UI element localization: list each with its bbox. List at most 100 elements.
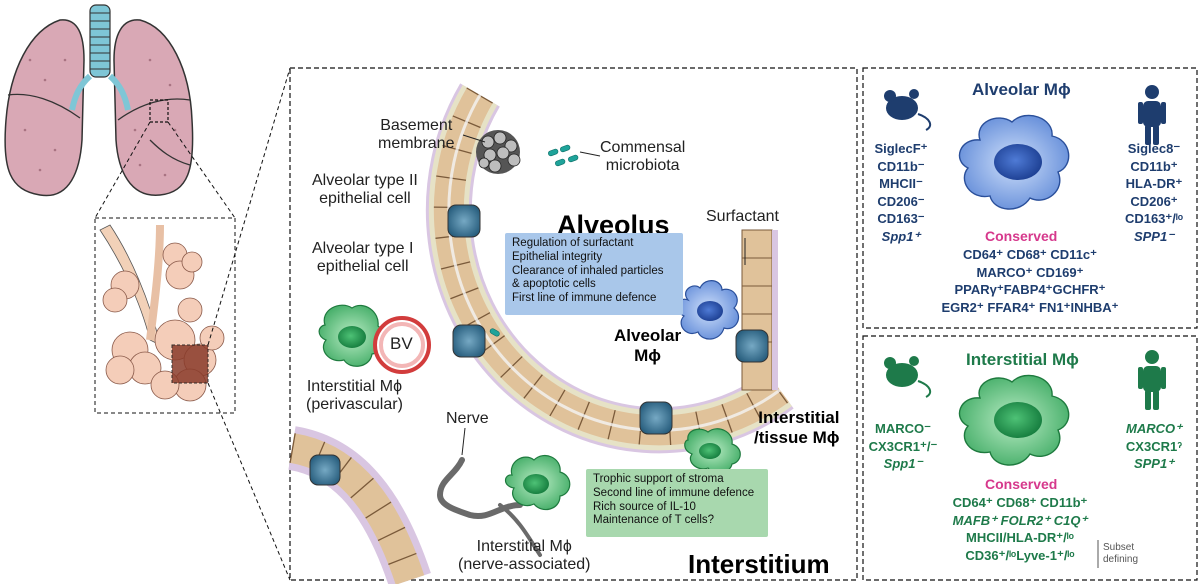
- alveolar-mac-line2: Mϕ: [634, 345, 661, 365]
- alveolar-type1-line2: epithelial cell: [316, 258, 409, 276]
- interstitial-human-marker-3: SPP1⁺: [1133, 456, 1175, 472]
- alveolar-mac-line1: Alveolar: [614, 326, 682, 345]
- interstitial-conserved-1: CD64⁺ CD68⁺ CD11b⁺: [952, 495, 1088, 510]
- alveolar-conserved-1: CD64⁺ CD68⁺ CD11c⁺: [962, 247, 1098, 262]
- interstitial-functions-box: Trophic support of stroma Second line of…: [586, 469, 768, 537]
- alveolar-mouse-marker-4: CD206⁻: [877, 193, 925, 209]
- interstitial-perivascular-label: Interstitial Mϕ (perivascular): [306, 378, 403, 415]
- alveolar-function-4: & apoptotic cells: [512, 278, 596, 291]
- basement-membrane-cluster: [476, 130, 521, 174]
- alveolar-human-markers: Siglec8⁻ CD11b⁺ HLA-DR⁺ CD206⁺ CD163⁺/ˡᵒ…: [1118, 140, 1190, 245]
- alveolar-type1-label: Alveolar type I epithelial cell: [312, 240, 413, 277]
- interstitial-conserved-3: MHCII/HLA-DR⁺/ˡᵒ: [966, 530, 1074, 546]
- interstitial-nerve-label: Interstitial Mϕ (nerve-associated): [458, 538, 591, 575]
- commensal-microbiota-line1: Commensal: [600, 139, 686, 156]
- nerve-macrophage: [504, 455, 571, 511]
- interstitial-nerve-line1: Interstitial Mϕ: [476, 538, 572, 555]
- basement-membrane-label: Basement membrane: [378, 117, 454, 154]
- interstitial-perivascular-line2: (perivascular): [306, 396, 403, 414]
- alveolar-functions-box: Regulation of surfactant Epithelial inte…: [505, 233, 683, 315]
- interstitial-function-4: Maintenance of T cells?: [593, 514, 715, 527]
- alveolar-type1-line1: Alveolar type I: [312, 240, 414, 257]
- nerve-icon: [436, 457, 542, 557]
- blood-vessel-icon: [373, 316, 431, 374]
- alveolar-mouse-marker-1: SiglecF⁺: [874, 141, 928, 156]
- interstitial-tissue-mac-line1: Interstitial: [758, 408, 840, 427]
- interstitial-panel-title: Interstitial Mϕ: [966, 350, 1079, 369]
- interstitial-mouse-marker-3: Spp1⁻: [883, 456, 923, 472]
- interstitial-perivascular-line1: Interstitial Mϕ: [306, 378, 403, 395]
- alveoli-cluster-icon: [94, 217, 236, 414]
- alveolar-human-marker-6: SPP1⁻: [1133, 228, 1175, 244]
- microbiota-icon: [489, 144, 579, 337]
- basement-membrane-line1: Basement: [380, 117, 453, 134]
- alveolar-type2-cells: [447, 204, 769, 435]
- alveolar-mouse-marker-5: CD163⁻: [877, 211, 925, 227]
- mouse-icon: [884, 356, 932, 398]
- interstitial-tissue-mac-line2: /tissue Mϕ: [754, 427, 840, 447]
- subset-defining-line2: defining: [1103, 554, 1139, 565]
- subset-defining-line1: Subset: [1103, 542, 1135, 553]
- alveolar-conserved-title: Conserved: [985, 228, 1058, 244]
- interstitial-function-1: Trophic support of stroma: [593, 473, 724, 485]
- alveolar-human-marker-3: HLA-DR⁺: [1125, 176, 1183, 192]
- nerve-label: Nerve: [446, 410, 489, 427]
- interstitial-conserved-4: CD36⁺/ˡᵒLyve-1⁺/ˡᵒ: [965, 547, 1075, 563]
- tissue-macrophage: [684, 428, 741, 474]
- alveolar-mouse-marker-6: Spp1⁺: [881, 228, 921, 244]
- alveolar-function-1: Regulation of surfactant: [512, 237, 634, 249]
- alveolar-conserved-4: EGR2⁺ FFAR4⁺ FN1⁺INHBA⁺: [941, 299, 1119, 315]
- interstitial-function-3: Rich source of IL-10: [593, 500, 696, 513]
- interstitial-mouse-markers: MARCO⁻ CX3CR1⁺/⁻ Spp1⁻: [866, 420, 940, 473]
- interstitium-title: Interstitium: [688, 549, 830, 579]
- interstitial-nerve-line2: (nerve-associated): [458, 556, 591, 574]
- alveolar-wall-right: [741, 229, 778, 391]
- interstitial-human-markers: MARCO⁺ CX3CR1ˀ SPP1⁺: [1118, 420, 1190, 473]
- interstitial-function-2: Second line of immune defence: [593, 486, 755, 499]
- interstitial-human-marker-1: MARCO⁺: [1126, 421, 1182, 436]
- alveolar-type2-label: Alveolar type II epithelial cell: [312, 172, 418, 209]
- alveolar-human-marker-2: CD11b⁺: [1130, 158, 1178, 174]
- interstitial-tissue-mac-label: Interstitial /tissue Mϕ: [754, 408, 839, 447]
- alveolar-panel-title: Alveolar Mϕ: [972, 80, 1071, 99]
- alveolar-human-marker-1: Siglec8⁻: [1127, 141, 1181, 156]
- subset-defining-note: Subset defining: [1103, 542, 1138, 566]
- mouse-icon: [884, 89, 932, 131]
- commensal-microbiota-line2: microbiota: [605, 157, 680, 175]
- human-icon: [1138, 350, 1166, 410]
- alveolar-mouse-markers: SiglecF⁺ CD11b⁻ MHCII⁻ CD206⁻ CD163⁻ Spp…: [866, 140, 936, 245]
- alveolar-mouse-marker-2: CD11b⁻: [877, 158, 925, 174]
- alveolar-conserved-2: MARCO⁺ CD169⁺: [976, 264, 1084, 280]
- interstitial-mouse-marker-2: CX3CR1⁺/⁻: [868, 438, 938, 454]
- alveolar-type2-line1: Alveolar type II: [312, 172, 418, 189]
- alveolar-type2-line2: epithelial cell: [319, 190, 411, 208]
- interstitium-wall: [287, 426, 431, 584]
- perivascular-macrophage: [318, 304, 386, 367]
- alveolar-conserved-3: PPARγ⁺FABP4⁺GCHFR⁺: [954, 282, 1106, 298]
- interstitial-conserved-2: MAFB⁺ FOLR2⁺ C1Q⁺: [952, 512, 1088, 528]
- alveolar-conserved-markers: CD64⁺ CD68⁺ CD11c⁺ MARCO⁺ CD169⁺ PPARγ⁺F…: [910, 246, 1150, 316]
- alveolar-function-2: Epithelial integrity: [512, 250, 603, 263]
- human-icon: [1138, 85, 1166, 145]
- interstitial-conserved-title: Conserved: [985, 476, 1058, 492]
- interstitial-conserved-markers: CD64⁺ CD68⁺ CD11b⁺ MAFB⁺ FOLR2⁺ C1Q⁺ MHC…: [940, 494, 1100, 564]
- macrophage-icon: [958, 374, 1070, 466]
- macrophage-icon: [958, 114, 1070, 210]
- interstitial-mouse-marker-1: MARCO⁻: [875, 421, 931, 436]
- interstitial-human-marker-2: CX3CR1ˀ: [1125, 438, 1183, 454]
- alveolar-wall: [425, 83, 794, 454]
- lungs-icon: [4, 4, 194, 197]
- alveolar-mac-label: Alveolar Mϕ: [614, 326, 681, 365]
- surfactant-label: Surfactant: [706, 208, 779, 225]
- alveolar-mouse-marker-3: MHCII⁻: [879, 176, 923, 192]
- alveolar-human-marker-4: CD206⁺: [1130, 193, 1178, 209]
- bv-label: BV: [390, 334, 413, 353]
- alveolar-function-3: Clearance of inhaled particles: [512, 264, 664, 277]
- basement-membrane-line2: membrane: [378, 135, 455, 153]
- alveolar-human-marker-5: CD163⁺/ˡᵒ: [1124, 211, 1184, 227]
- alveolar-macrophage: [676, 280, 739, 340]
- commensal-microbiota-label: Commensal microbiota: [600, 139, 685, 176]
- alveolar-function-5: First line of immune defence: [512, 292, 657, 305]
